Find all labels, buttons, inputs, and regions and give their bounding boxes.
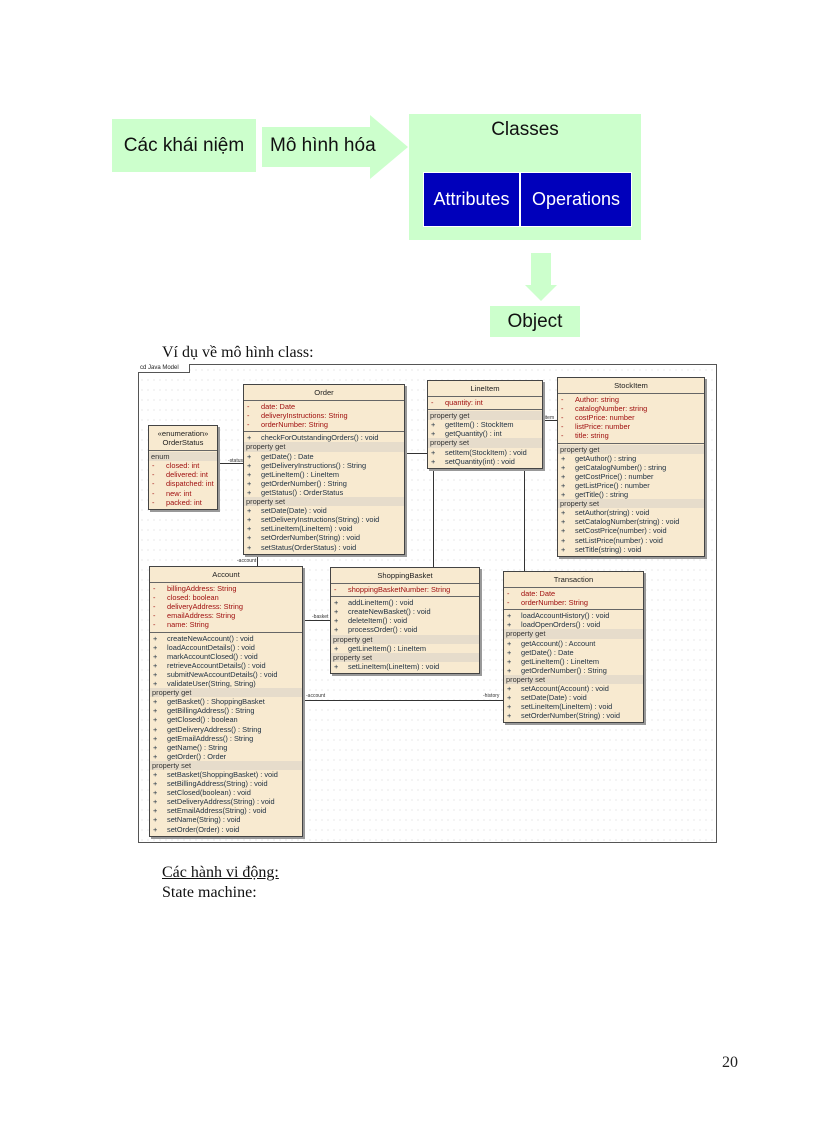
connector-status bbox=[218, 463, 244, 464]
class-name: OrderStatus bbox=[162, 438, 204, 448]
connector-item bbox=[543, 420, 558, 421]
class-transaction[interactable]: Transaction -date: Date -orderNumber: St… bbox=[503, 571, 644, 724]
down-arrow-icon bbox=[525, 253, 557, 301]
frame-label: cd Java Model bbox=[138, 364, 190, 373]
connector-label-history: -history bbox=[483, 693, 500, 699]
concepts-box: Các khái niệm bbox=[112, 119, 256, 172]
attributes-section: -date: Date -orderNumber: String bbox=[504, 588, 643, 611]
diagram-caption: Ví dụ về mô hình class: bbox=[162, 344, 314, 361]
operations-section: +addLineItem() : void +createNewBasket()… bbox=[331, 597, 479, 673]
class-orderstatus[interactable]: «enumeration» OrderStatus enum -closed: … bbox=[148, 425, 218, 510]
stereotype: «enumeration» bbox=[157, 429, 209, 438]
modeling-arrow-label: Mô hình hóa bbox=[270, 135, 376, 156]
literal: -packed: int bbox=[152, 497, 202, 507]
operations-section: property get +getAuthor() : string +getC… bbox=[558, 444, 704, 556]
connector-basket bbox=[303, 620, 330, 621]
operations-cell: Operations bbox=[520, 172, 632, 227]
attributes-section: -quantity: int bbox=[428, 397, 542, 411]
literal: -closed: int bbox=[152, 461, 200, 471]
class-name: Order bbox=[244, 385, 404, 402]
operations-section: property get +getItem() : StockItem +get… bbox=[428, 410, 542, 468]
attributes-label: Attributes bbox=[433, 189, 510, 209]
connector-label-basket: -basket bbox=[312, 614, 329, 620]
literal: -new: int bbox=[152, 488, 192, 498]
object-label: Object bbox=[507, 310, 563, 332]
connector-order-account bbox=[257, 554, 258, 567]
section-heading: Các hành vi động: bbox=[162, 864, 279, 881]
connector-label-account-top: -account bbox=[237, 558, 257, 564]
connector-account-transaction bbox=[303, 700, 503, 701]
modeling-arrow-icon bbox=[262, 115, 408, 179]
page-number: 20 bbox=[722, 1054, 738, 1071]
connector-lineitem-transaction bbox=[524, 470, 525, 572]
class-shoppingbasket[interactable]: ShoppingBasket -shoppingBasketNumber: St… bbox=[330, 567, 480, 674]
class-lineitem[interactable]: LineItem -quantity: int property get +ge… bbox=[427, 380, 543, 469]
classes-title: Classes bbox=[491, 119, 559, 140]
operations-section: +loadAccountHistory() : void +loadOpenOr… bbox=[504, 610, 643, 722]
operations-label: Operations bbox=[531, 189, 621, 209]
connector-order-lineitem bbox=[404, 453, 431, 454]
operations-section: +createNewAccount() : void +loadAccountD… bbox=[150, 633, 302, 836]
literal: -dispatched: int bbox=[152, 479, 214, 489]
class-order[interactable]: Order -date: Date -deliveryInstructions:… bbox=[243, 384, 405, 555]
operations-section: +checkForOutstandingOrders() : void prop… bbox=[244, 432, 404, 553]
class-stockitem[interactable]: StockItem -Author: string -catalogNumber… bbox=[557, 377, 705, 557]
connector-label-account-bottom: -account bbox=[306, 693, 326, 699]
section-subheading: State machine: bbox=[162, 884, 257, 901]
literal: -delivered: int bbox=[152, 470, 208, 480]
class-name: StockItem bbox=[558, 378, 704, 395]
attributes-section: -date: Date -deliveryInstructions: Strin… bbox=[244, 401, 404, 433]
class-name: ShoppingBasket bbox=[331, 568, 479, 585]
object-box: Object bbox=[490, 306, 580, 337]
connector-label-item: -item bbox=[543, 415, 555, 421]
concepts-label: Các khái niệm bbox=[123, 134, 245, 156]
class-name: Account bbox=[150, 567, 302, 584]
connector-lineitem-basket bbox=[433, 470, 434, 567]
class-title: «enumeration» OrderStatus bbox=[149, 426, 217, 452]
class-name: LineItem bbox=[428, 381, 542, 398]
attributes-section: -billingAddress: String -closed: boolean… bbox=[150, 583, 302, 633]
attributes-section: -Author: string -catalogNumber: string -… bbox=[558, 394, 704, 444]
attributes-cell: Attributes bbox=[423, 172, 520, 227]
connector-label-status: -status bbox=[228, 458, 244, 464]
attributes-section: -shoppingBasketNumber: String bbox=[331, 584, 479, 598]
group-label: enum bbox=[149, 452, 217, 462]
class-name: Transaction bbox=[504, 572, 643, 589]
class-account[interactable]: Account -billingAddress: String -closed:… bbox=[149, 566, 303, 837]
